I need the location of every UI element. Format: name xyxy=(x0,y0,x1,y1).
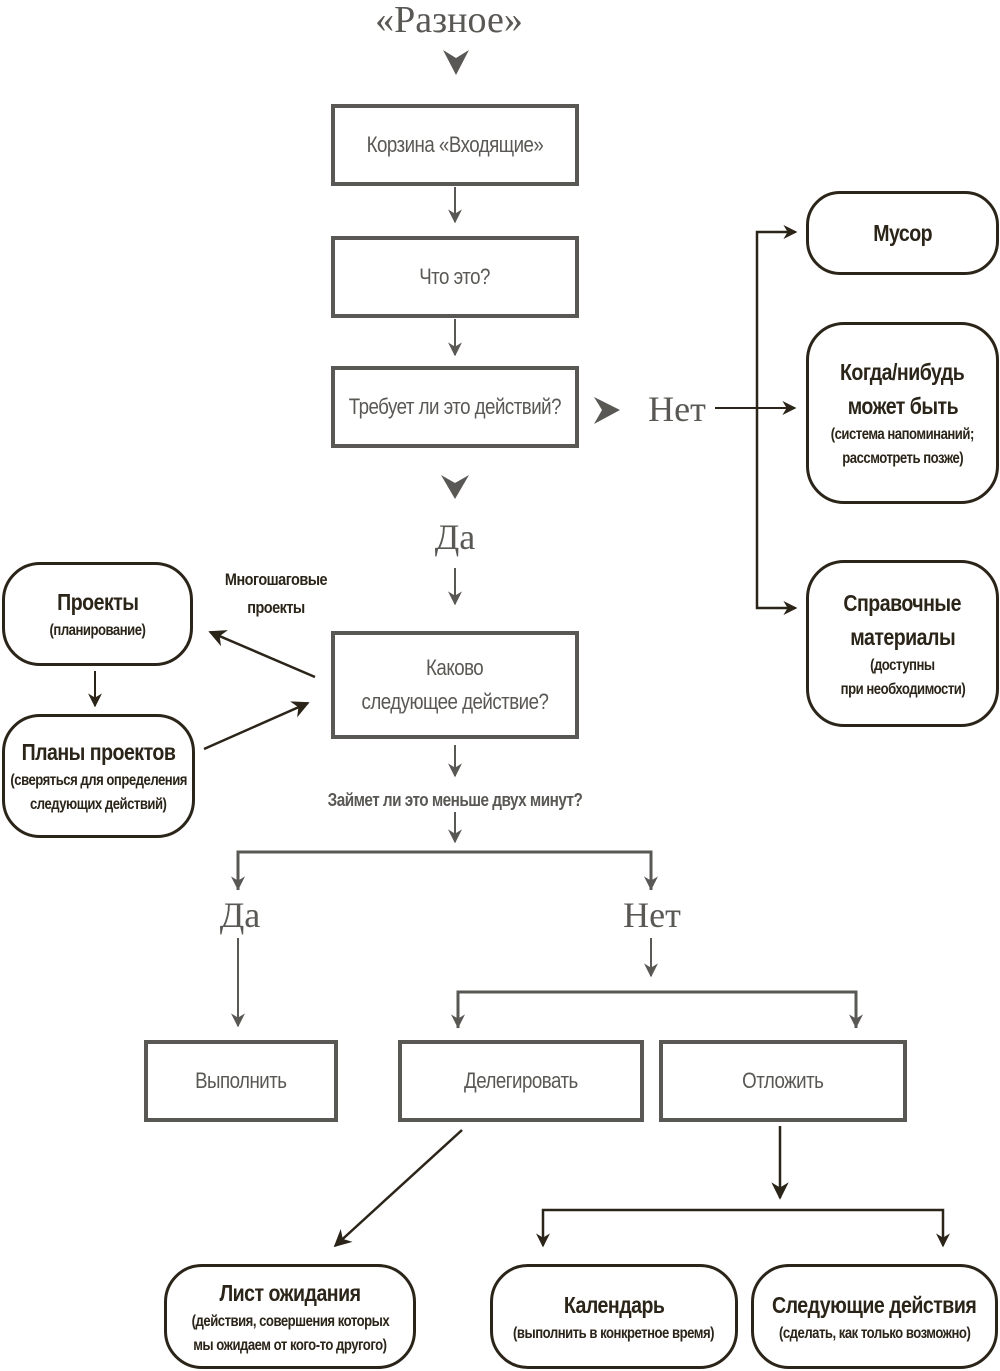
plans-title: Планы проектов xyxy=(21,739,176,765)
waiting-subtitle-2: мы ожидаем от кого-то другого) xyxy=(193,1336,387,1354)
split-calendar-next xyxy=(541,1208,945,1245)
two-minutes-question: Займет ли это меньше двух минут? xyxy=(327,790,583,810)
branch-non-actionable xyxy=(755,230,795,610)
next-action-box: Каково следующее действие? xyxy=(331,631,579,739)
actionable-box: Требует ли это действий? xyxy=(331,366,579,448)
someday-subtitle-1: (система напоминаний; xyxy=(830,426,975,443)
next-action-line1: Каково xyxy=(426,655,484,680)
arrow-delegate-to-waiting xyxy=(333,1129,463,1248)
multistep-line1: Многошаговые xyxy=(224,570,328,589)
calendar-subtitle: (выполнить в конкретное время) xyxy=(513,1324,715,1342)
project-plans-box: Планы проектов (сверяться для определени… xyxy=(2,714,195,838)
multistep-line2: проекты xyxy=(247,598,305,617)
what-is-it-box: Что это? xyxy=(331,236,579,318)
waiting-title: Лист ожидания xyxy=(219,1279,361,1306)
someday-subtitle-2: рассмотреть позже) xyxy=(842,450,963,467)
do-box: Выполнить xyxy=(144,1040,338,1122)
reference-box: Справочные материалы (доступны при необх… xyxy=(806,560,999,727)
reference-title-1: Справочные xyxy=(843,589,962,616)
delegate-box: Делегировать xyxy=(398,1040,644,1122)
next-actions-subtitle: (сделать, как только возможно) xyxy=(778,1324,971,1342)
two-min-yes-label: Да xyxy=(219,895,261,935)
arrow-plans-to-next xyxy=(203,701,310,751)
reference-title-2: материалы xyxy=(850,623,955,650)
diagram-title: «Разное» xyxy=(375,0,523,41)
next-actions-title: Следующие действия xyxy=(772,1291,977,1318)
plans-subtitle-1: (сверяться для определения xyxy=(10,772,187,789)
calendar-title: Календарь xyxy=(563,1291,665,1318)
projects-title: Проекты xyxy=(56,589,139,615)
someday-box: Когда/нибудь может быть (система напомин… xyxy=(806,322,999,504)
plans-subtitle-2: следующих действий) xyxy=(30,796,167,813)
split-delegate-defer xyxy=(456,990,858,1028)
waiting-list-box: Лист ожидания (действия, совершения кото… xyxy=(164,1264,416,1369)
two-min-no-label: Нет xyxy=(623,895,681,935)
someday-title-2: может быть xyxy=(847,393,958,419)
projects-box: Проекты (планирование) xyxy=(2,562,193,666)
split-two-minutes xyxy=(236,850,653,890)
trash-title: Мусор xyxy=(873,220,932,246)
reference-subtitle-1: (доступны xyxy=(870,656,935,674)
defer-box: Отложить xyxy=(659,1040,907,1122)
projects-subtitle: (планирование) xyxy=(49,622,146,639)
trash-box: Мусор xyxy=(806,191,999,275)
inbox-label: Корзина «Входящие» xyxy=(366,132,544,157)
defer-label: Отложить xyxy=(742,1068,824,1093)
next-actions-box: Следующие действия (сделать, как только … xyxy=(751,1264,998,1369)
what-is-it-label: Что это? xyxy=(419,264,491,289)
chevron-down-icon xyxy=(443,50,469,75)
actionable-label: Требует ли это действий? xyxy=(348,394,562,419)
calendar-box: Календарь (выполнить в конкретное время) xyxy=(490,1264,738,1369)
reference-subtitle-2: при необходимости) xyxy=(840,680,965,698)
actionable-yes-label: Да xyxy=(434,517,476,557)
inbox-box: Корзина «Входящие» xyxy=(331,104,579,186)
delegate-label: Делегировать xyxy=(464,1068,578,1093)
chevron-right-icon xyxy=(594,397,620,424)
waiting-subtitle-1: (действия, совершения которых xyxy=(191,1312,389,1330)
multistep-label: Многошаговые проекты xyxy=(224,566,328,622)
next-action-line2: следующее действие? xyxy=(361,689,549,714)
do-label: Выполнить xyxy=(195,1068,287,1093)
chevron-down-icon xyxy=(441,475,469,499)
someday-title-1: Когда/нибудь xyxy=(840,359,965,385)
arrow-to-projects xyxy=(208,630,316,679)
actionable-no-label: Нет xyxy=(648,389,706,429)
